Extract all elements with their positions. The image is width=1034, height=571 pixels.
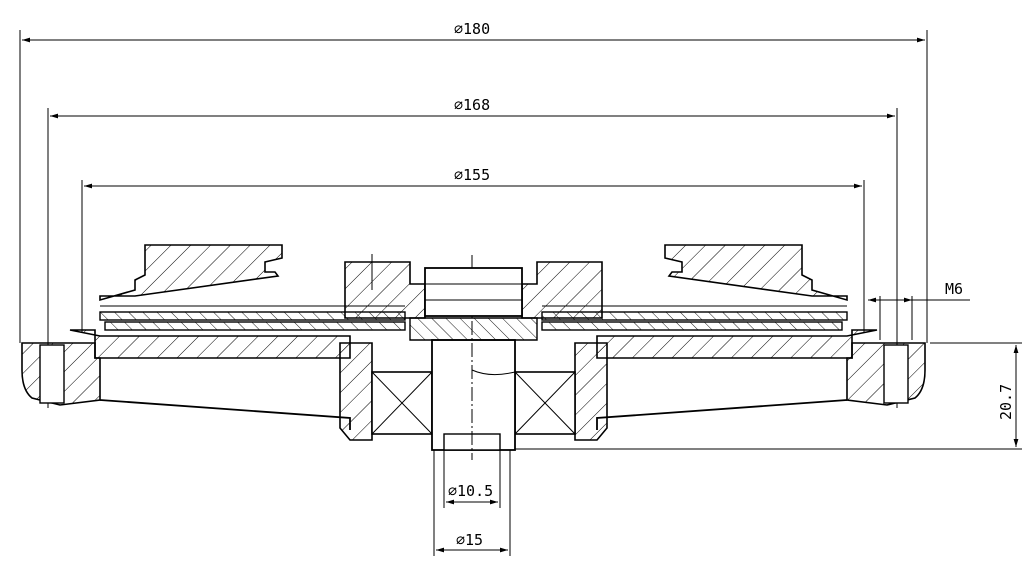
label-d10-5: ⌀10.5 xyxy=(448,482,493,500)
bearing-right xyxy=(514,371,576,435)
bolt-hole-right xyxy=(883,344,909,404)
bearing-left xyxy=(371,371,433,435)
label-d180: ⌀180 xyxy=(454,20,490,38)
dimension-diameter-180: ⌀180 xyxy=(19,20,928,343)
label-m6: M6 xyxy=(945,280,963,298)
center-nut xyxy=(344,254,603,341)
label-d15: ⌀15 xyxy=(456,531,483,549)
bolt-hole-left xyxy=(39,344,65,404)
shaft xyxy=(431,255,516,460)
label-d168: ⌀168 xyxy=(454,96,490,114)
label-20-7: 20.7 xyxy=(997,384,1015,420)
label-d155: ⌀155 xyxy=(454,166,490,184)
dimension-shaft-15: ⌀15 xyxy=(433,450,511,556)
dimension-bore-10-5: ⌀10.5 xyxy=(443,450,501,508)
flywheel-section xyxy=(21,244,926,460)
dimension-thread-m6: M6 xyxy=(868,280,970,340)
dimension-diameter-155: ⌀155 xyxy=(81,166,865,332)
dimension-height-20-7: 20.7 xyxy=(512,342,1022,450)
